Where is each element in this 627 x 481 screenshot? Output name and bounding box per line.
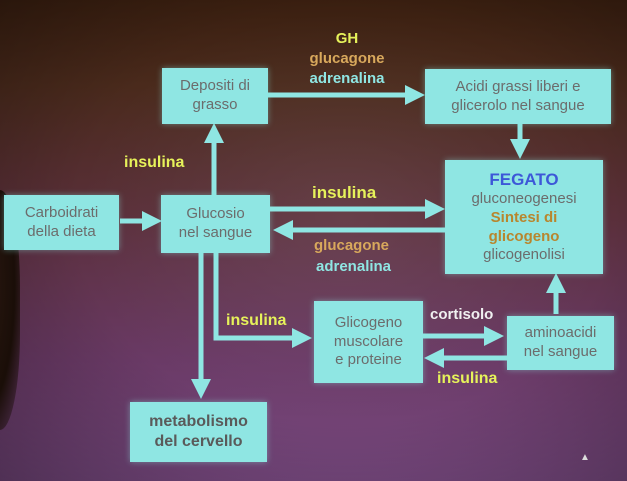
label-glucagone-mid: glucagone (314, 237, 390, 254)
node-acidi-line-2: glicerolo nel sangue (451, 96, 585, 114)
node-carboidrati-line-1: Carboidrati (24, 203, 99, 221)
node-fegato: FEGATO gluconeogenesi Sintesi di glicoge… (445, 160, 603, 274)
node-depositi-line-2: grasso (192, 96, 238, 113)
node-glucosio-line-2: nel sangue (178, 224, 253, 241)
label-gh: GH (335, 30, 359, 47)
node-metabolismo-line-1: metabolismo (149, 413, 248, 430)
node-carboidrati-line-2: della dieta (27, 222, 96, 240)
node-glicogeno-line-2: muscolare (333, 332, 404, 350)
label-insulina-to-fegato: insulina (312, 183, 377, 202)
label-insulina-left: insulina (124, 154, 185, 171)
cursor-icon: ▲ (580, 452, 590, 463)
node-glucosio-line-1: Glucosio (186, 205, 245, 223)
node-fegato-line-2: Sintesi di (490, 208, 558, 226)
node-depositi-di-grasso: Depositi di grasso (162, 68, 268, 124)
arrow-glucosio-to-glicogeno (213, 253, 312, 348)
node-glicogeno-line-3: e proteine (335, 351, 402, 369)
presenter-silhouette (0, 190, 20, 430)
node-fegato-title: FEGATO (489, 169, 559, 189)
node-aminoacidi-line-2: nel sangue (523, 343, 598, 360)
node-glicogeno-line-1: Glicogeno (334, 313, 403, 331)
node-fegato-line-1: gluconeogenesi (471, 190, 577, 208)
node-acidi-grassi: Acidi grassi liberi e glicerolo nel sang… (425, 69, 611, 124)
label-insulina-to-muscle: insulina (226, 312, 287, 329)
label-adrenalina-mid: adrenalina (316, 258, 392, 275)
label-glucagone-top: glucagone (309, 50, 385, 67)
node-carboidrati: Carboidrati della dieta (4, 195, 119, 250)
node-glicogeno-muscolare: Glicogeno muscolare e proteine (314, 301, 423, 383)
node-aminoacidi: aminoacidi nel sangue (507, 316, 614, 370)
node-glucosio: Glucosio nel sangue (161, 195, 270, 253)
node-metabolismo-cervello: metabolismo del cervello (130, 402, 267, 462)
node-metabolismo-line-2: del cervello (154, 433, 243, 450)
node-fegato-line-3: glicogeno (488, 227, 560, 245)
label-cortisolo: cortisolo (430, 306, 494, 323)
label-insulina-bottom: insulina (437, 370, 498, 387)
label-adrenalina-top: adrenalina (309, 70, 385, 87)
node-acidi-line-1: Acidi grassi liberi e (455, 77, 581, 95)
node-aminoacidi-line-1: aminoacidi (524, 324, 597, 342)
node-depositi-line-1: Depositi di (179, 77, 251, 95)
node-fegato-line-4: glicogenolisi (483, 246, 565, 264)
